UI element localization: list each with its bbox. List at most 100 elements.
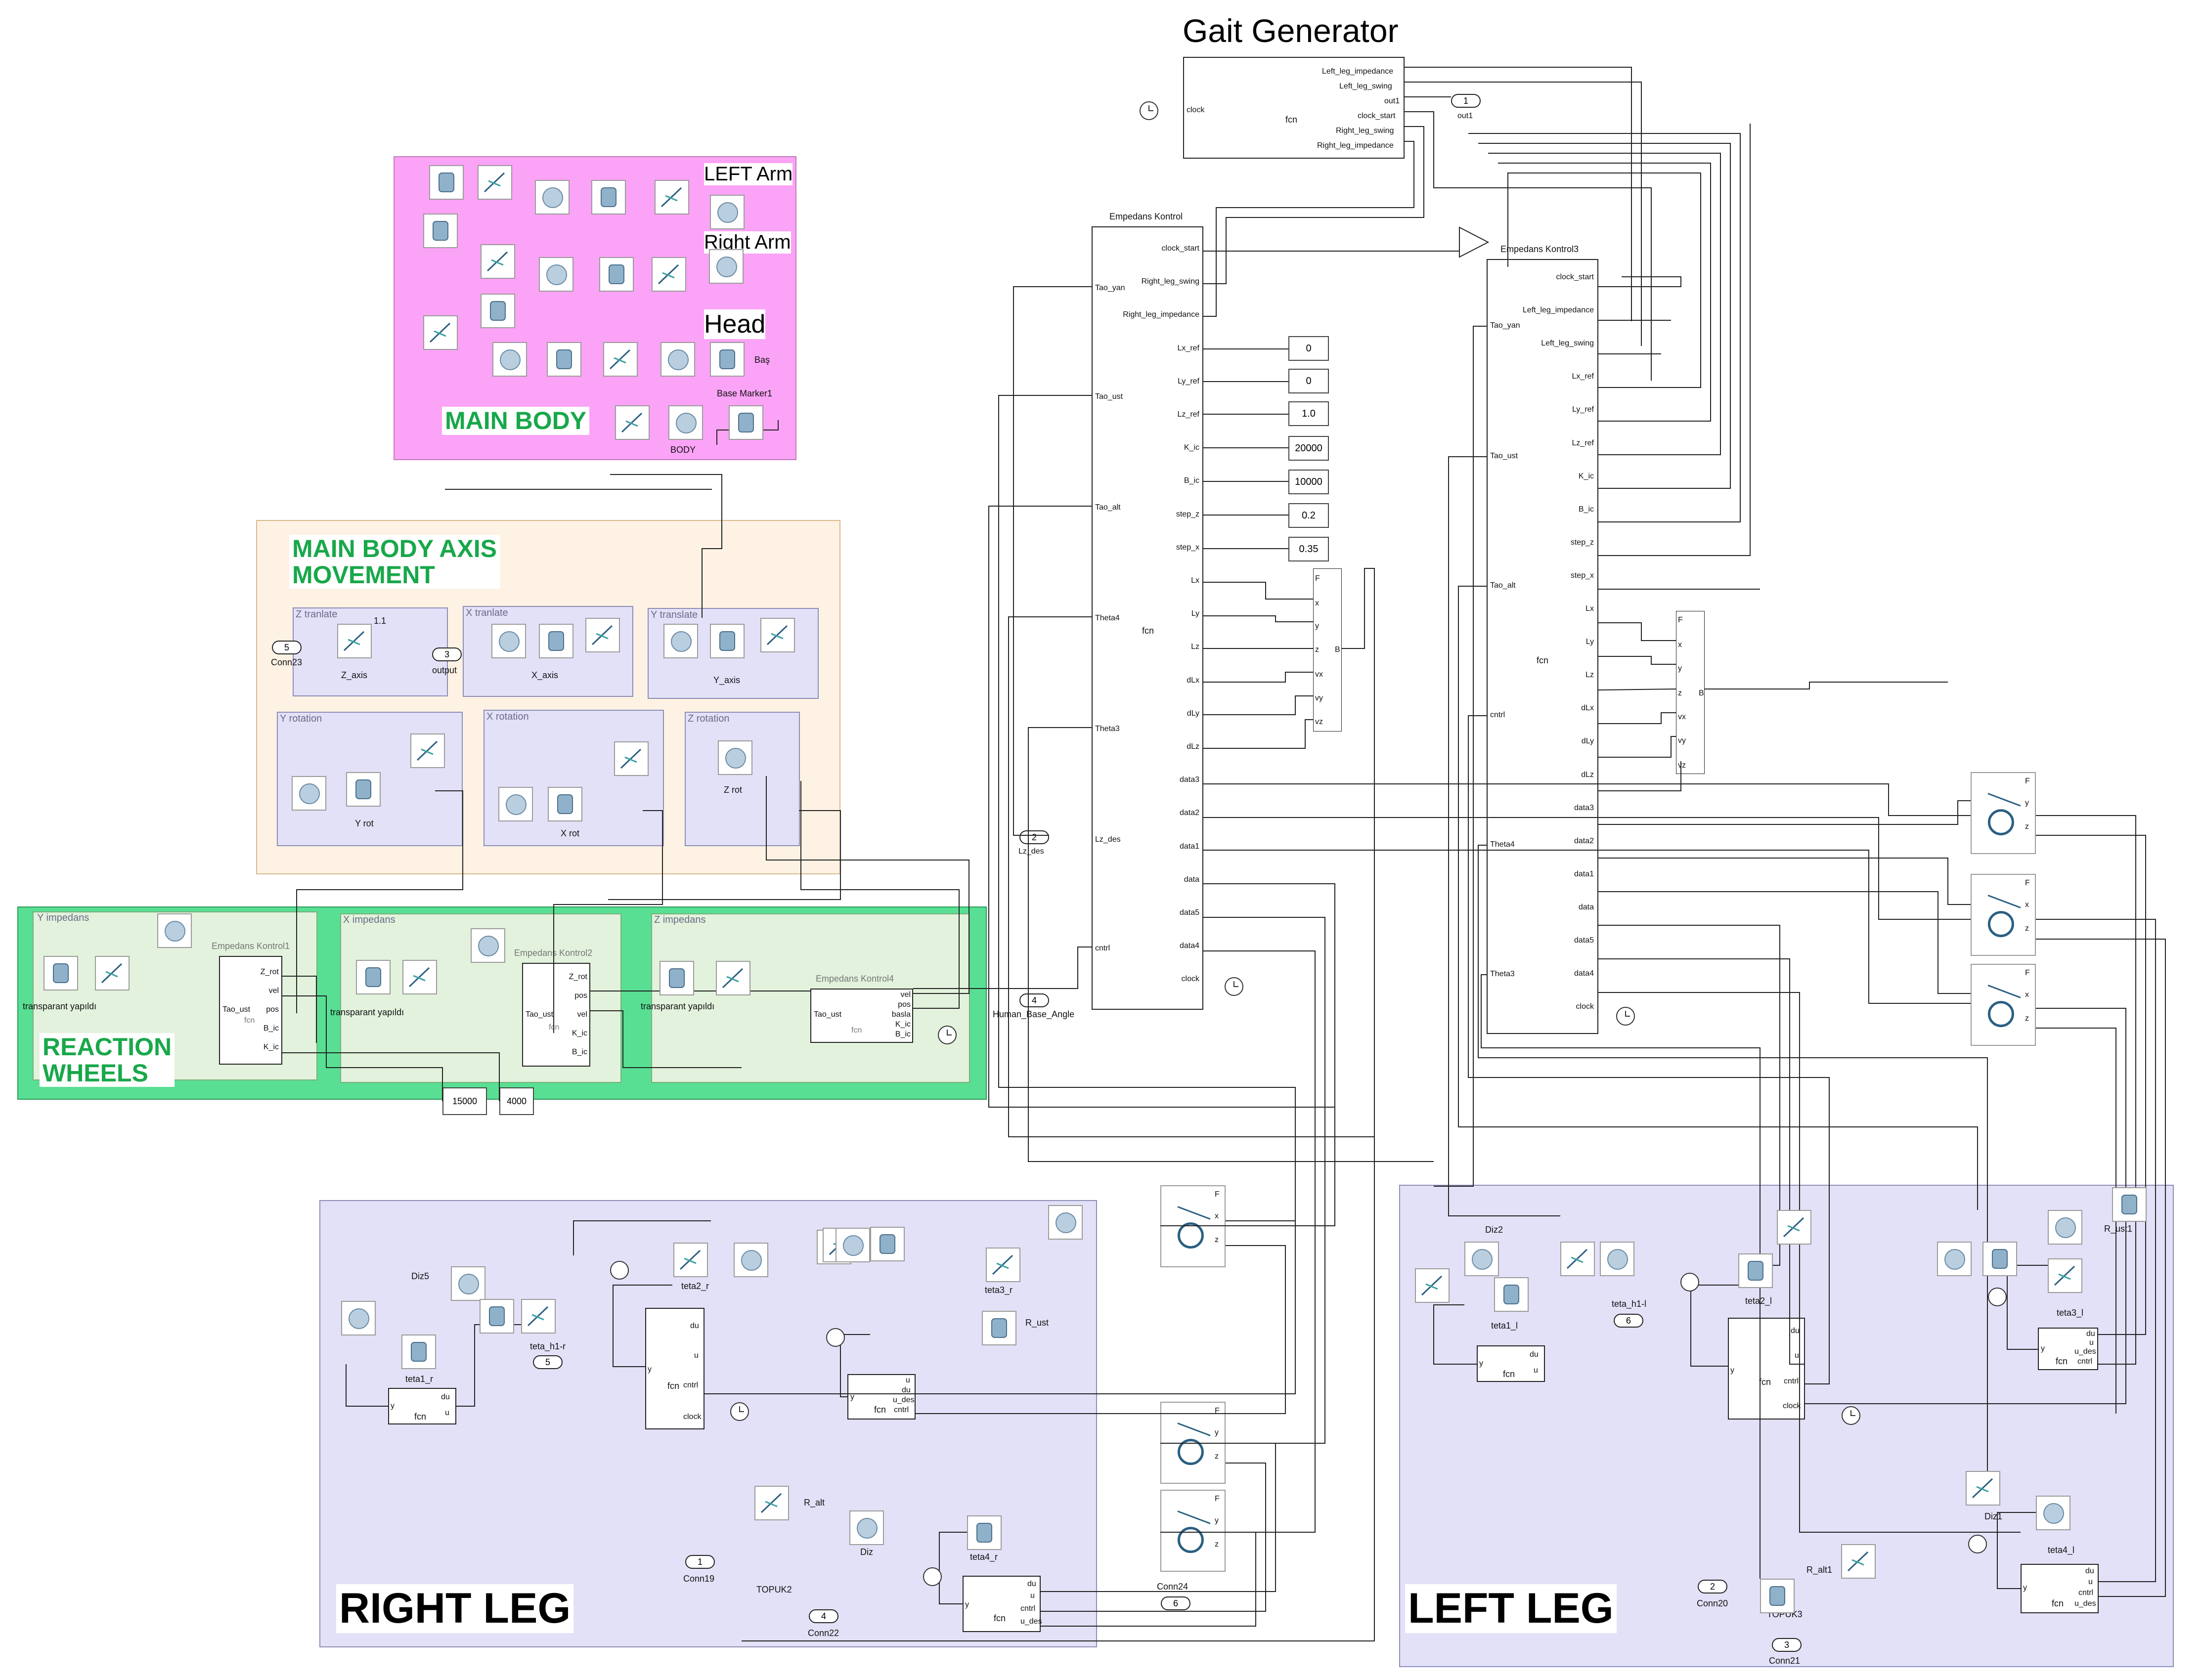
physical-block-70[interactable] <box>2048 1258 2082 1293</box>
out1-port[interactable]: 1 <box>1451 94 1481 108</box>
conn19-port[interactable]: 1 <box>685 1555 715 1569</box>
physical-block-34[interactable] <box>614 741 649 776</box>
physical-block-47[interactable] <box>341 1301 376 1335</box>
lz-des-port[interactable]: 2 <box>1019 830 1049 844</box>
physical-block-1[interactable] <box>478 165 512 200</box>
physical-block-74[interactable] <box>2036 1496 2070 1530</box>
physical-block-7[interactable] <box>481 244 515 279</box>
sum-block[interactable] <box>1988 1288 2007 1306</box>
lz-ref-const[interactable]: 1.0 <box>1288 401 1329 426</box>
physical-block-46[interactable] <box>521 1299 556 1334</box>
physical-block-10[interactable] <box>652 257 686 292</box>
physical-block-42[interactable] <box>660 961 694 995</box>
physical-block-5[interactable] <box>710 195 745 229</box>
physical-block-33[interactable] <box>548 787 582 821</box>
physical-block-4[interactable] <box>655 180 689 215</box>
physical-block-58[interactable] <box>754 1486 789 1520</box>
physical-block-24[interactable] <box>539 624 573 658</box>
physical-block-6[interactable] <box>423 214 458 248</box>
physical-block-59[interactable] <box>849 1510 884 1545</box>
teta-h1-r-port[interactable]: 5 <box>533 1355 563 1369</box>
physical-block-23[interactable] <box>491 624 526 658</box>
physical-block-18[interactable] <box>710 342 745 377</box>
physical-block-44[interactable] <box>451 1266 485 1301</box>
ll-fcn-b[interactable] <box>1728 1318 1805 1420</box>
empedans-kontrol3-block[interactable] <box>1487 259 1598 1034</box>
physical-block-63[interactable] <box>1494 1277 1529 1312</box>
rl-fcn-c[interactable] <box>847 1374 916 1420</box>
sum-block[interactable] <box>1680 1273 1699 1292</box>
physical-block-3[interactable] <box>591 180 626 215</box>
step-z-const[interactable]: 0.2 <box>1288 503 1329 528</box>
physical-block-14[interactable] <box>492 342 527 377</box>
k-ic-const[interactable]: 20000 <box>1288 436 1329 461</box>
ek2-block[interactable] <box>522 963 590 1067</box>
physical-block-32[interactable] <box>498 787 533 821</box>
physical-block-12[interactable] <box>481 294 515 328</box>
physical-block-60[interactable] <box>967 1515 1002 1550</box>
physical-block-8[interactable] <box>539 257 573 292</box>
ek3-mux-block[interactable] <box>1676 611 1705 774</box>
const-4000[interactable]: 4000 <box>499 1087 534 1115</box>
physical-block-11[interactable] <box>709 249 744 284</box>
sum-block[interactable] <box>1968 1535 1987 1553</box>
conn24-port[interactable]: 6 <box>1161 1596 1190 1610</box>
physical-block-53[interactable] <box>836 1228 870 1262</box>
physical-block-75[interactable] <box>1760 1579 1795 1613</box>
physical-block-37[interactable] <box>95 956 130 991</box>
ll-fcn-a[interactable] <box>1477 1345 1545 1382</box>
physical-block-31[interactable] <box>410 733 445 768</box>
gait-generator-block[interactable] <box>1183 57 1405 159</box>
physical-block-72[interactable] <box>2112 1187 2147 1222</box>
physical-block-9[interactable] <box>599 257 634 292</box>
physical-block-43[interactable] <box>716 961 750 995</box>
physical-block-50[interactable] <box>734 1243 768 1277</box>
teta-h1-l-port[interactable]: 6 <box>1614 1314 1643 1328</box>
physical-block-55[interactable] <box>986 1248 1020 1282</box>
ll-fcn-d[interactable] <box>2021 1564 2099 1613</box>
physical-block-62[interactable] <box>1464 1242 1499 1276</box>
physical-block-67[interactable] <box>1777 1210 1811 1245</box>
physical-block-69[interactable] <box>1982 1242 2017 1276</box>
physical-block-28[interactable] <box>760 618 795 652</box>
physical-block-40[interactable] <box>402 960 437 994</box>
physical-block-22[interactable] <box>337 624 372 658</box>
physical-block-39[interactable] <box>356 960 391 994</box>
physical-block-66[interactable] <box>1738 1253 1773 1288</box>
const-15000[interactable]: 15000 <box>442 1087 487 1115</box>
physical-block-20[interactable] <box>668 405 703 440</box>
physical-block-45[interactable] <box>480 1299 514 1334</box>
physical-block-35[interactable] <box>718 740 752 775</box>
human-base-angle-port[interactable]: 4 <box>1019 993 1049 1007</box>
physical-block-61[interactable] <box>1415 1268 1450 1303</box>
conn23-port[interactable]: 5 <box>272 641 302 654</box>
rl-fcn-a[interactable] <box>388 1388 456 1424</box>
ll-fcn-c[interactable] <box>2038 1328 2098 1370</box>
output-port[interactable]: 3 <box>432 647 462 661</box>
physical-block-17[interactable] <box>660 342 695 377</box>
ek4-block[interactable] <box>810 989 913 1043</box>
physical-block-13[interactable] <box>423 315 458 350</box>
z-rotation-subsystem[interactable] <box>685 712 800 846</box>
physical-block-0[interactable] <box>429 165 464 200</box>
physical-block-41[interactable] <box>471 928 505 963</box>
physical-block-65[interactable] <box>1600 1242 1634 1276</box>
physical-block-76[interactable] <box>1841 1544 1876 1579</box>
physical-block-64[interactable] <box>1560 1242 1595 1276</box>
empedans-kontrol-block[interactable] <box>1092 226 1203 1010</box>
x-rotation-subsystem[interactable] <box>484 710 664 846</box>
lx-ref-const[interactable]: 0 <box>1288 336 1329 361</box>
ek1-block[interactable] <box>219 956 282 1065</box>
physical-block-16[interactable] <box>603 342 638 377</box>
physical-block-73[interactable] <box>1966 1471 2000 1506</box>
physical-block-27[interactable] <box>710 624 745 658</box>
physical-block-19[interactable] <box>615 405 650 440</box>
physical-block-26[interactable] <box>663 624 698 658</box>
conn22-port[interactable]: 4 <box>809 1609 838 1623</box>
step-x-const[interactable]: 0.35 <box>1288 537 1329 561</box>
physical-block-49[interactable] <box>673 1243 708 1277</box>
